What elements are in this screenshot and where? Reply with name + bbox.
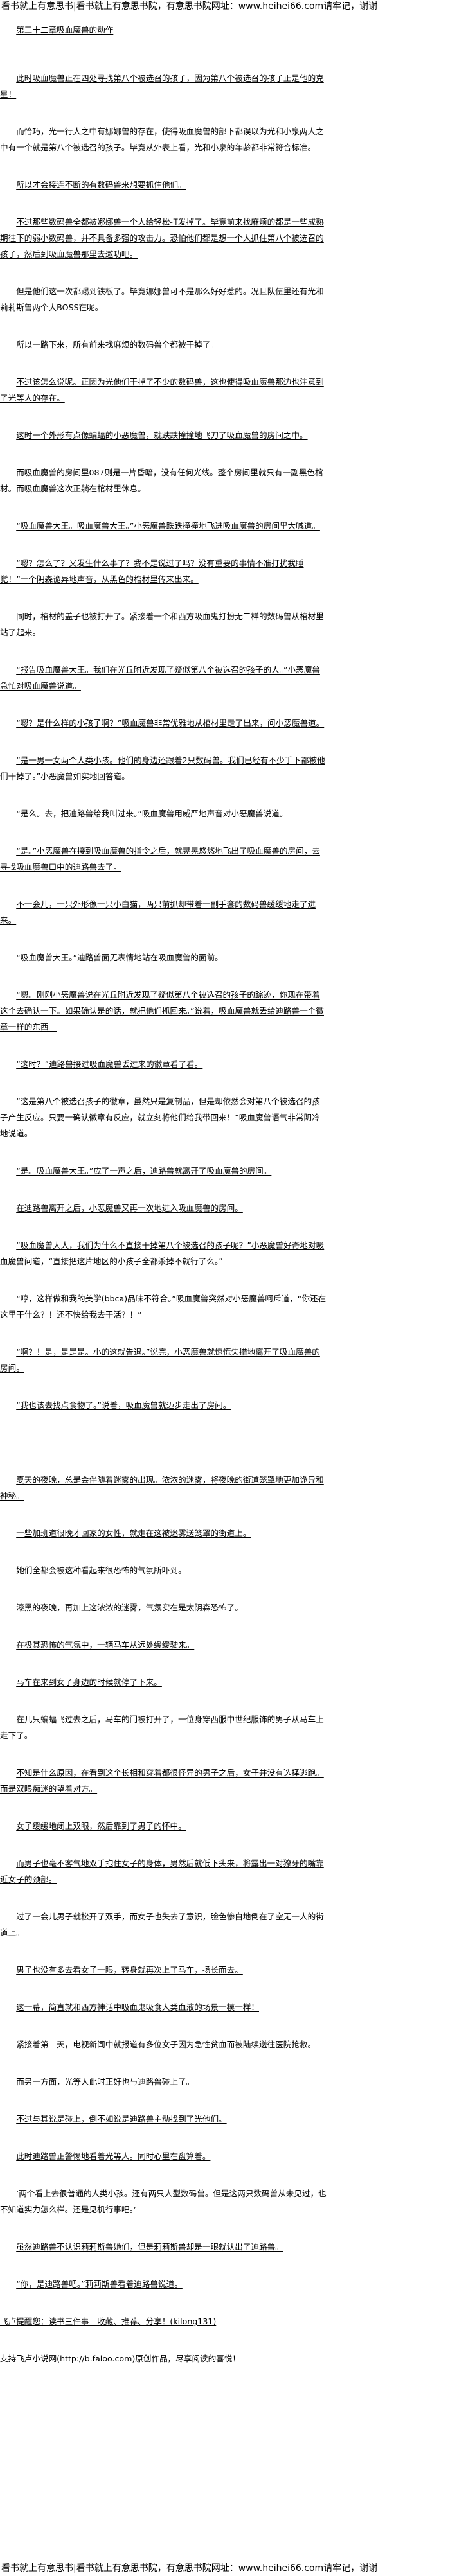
story-paragraph: 不过该怎么说呢。正因为光他们干掉了不少的数码兽，这也使得吸血魔兽那边也注意到了光… [0,377,324,403]
story-paragraph: —————— [16,1438,65,1447]
site-banner-top: 看书就上有意思书|看书就上有意思书院，有意思书院网址：www.heihei66.… [1,1,378,12]
story-paragraph: “嗯。刚刚小恶魔兽说在光丘附近发现了疑似第八个被选召的孩子的踪迹，你现在带着这个… [0,990,324,1032]
story-paragraph: “报告吸血魔兽大王。我们在光丘附近发现了疑似第八个被选召的孩子的人。”小恶魔兽急… [0,665,320,691]
story-paragraph: 夏天的夜晚，总是会伴随着迷雾的出现。浓浓的迷雾，将夜晚的街道笼罩地更加诡异和神秘… [0,1475,324,1501]
story-paragraph: 紧接着第二天，电视新闻中就报道有多位女子因为急性贫血而被陆续送往医院抢救。 [16,2040,316,2049]
chapter-title: 第三十二章吸血魔兽的动作 [16,25,114,35]
story-paragraph: 一些加班道很晚才回家的女性，就走在这被迷雾送笼罩的街道上。 [16,1528,251,1538]
story-paragraph: 而另一方面，光等人此时正好也与迪路兽碰上了。 [16,2077,195,2086]
story-paragraph: ‘两个看上去很普通的人类小孩。还有两只人型数码兽。但是这两只数码兽从未见过，也不… [0,2189,327,2214]
story-paragraph: “这时？”迪路兽接过吸血魔兽丢过来的徽章看了看。 [16,1059,203,1069]
story-paragraph: 所以才会接连不断的有数码兽来想要抓住他们。 [16,180,186,190]
story-paragraph: “是。”小恶魔兽在接到吸血魔兽的指令之后，就晃晃悠悠地飞出了吸血魔兽的房间，去寻… [0,846,320,872]
story-paragraph: “是。吸血魔兽大王。”应了一声之后，迪路兽就离开了吸血魔兽的房间。 [16,1166,272,1176]
story-paragraph: “啊？！是，是是是。小的这就告退。”说完，小恶魔兽就惊慌失措地离开了吸血魔兽的房… [0,1347,320,1373]
story-paragraph: 这一幕，简直就和西方神话中吸血鬼吸食人类血液的场景一模一样！ [16,2002,259,2012]
story-paragraph: 此时迪路兽正警惕地看着光等人。同时心里在盘算着。 [16,2151,211,2161]
story-paragraph: 此时吸血魔兽正在四处寻找第八个被选召的孩子，因为第八个被选召的孩子正是他的克星！ [0,73,324,99]
story-paragraph: “这是第八个被选召孩子的徽章，虽然只是复制品，但是却依然会对第八个被选召的孩子产… [0,1097,320,1138]
story-paragraph: 不一会儿，一只外形像一只小白猫，两只前抓却带着一副手套的数码兽缓缓地走了进来。 [0,899,316,925]
story-paragraph: 而吸血魔兽的房间里087则是一片昏暗，没有任何光线。整个房间里就只有一副黑色棺材… [0,468,323,493]
story-paragraph: 漆黑的夜晚，再加上这浓浓的迷雾，气氛实在是太阴森恐怖了。 [16,1603,243,1612]
story-paragraph: “吸血魔兽大王。吸血魔兽大王。”小恶魔兽跌跌撞撞地飞进吸血魔兽的房间里大喊道。 [16,521,320,531]
story-paragraph: 所以一路下来，所有前来找麻烦的数码兽全都被干掉了。 [16,340,219,349]
faloo-support-link[interactable]: 支持飞卢小说网(http://b.faloo.com)原创作品，尽享阅读的喜悦！ [0,2354,241,2363]
story-paragraph: “哼，这样做和我的美学(bbca)品味不符合。”吸血魔兽突然对小恶魔兽呵斥道，“… [0,1294,327,1319]
story-paragraph: “嗯？怎么了？又发生什么事了？我不是说过了吗？没有重要的事情不准打扰我睡觉！”一… [0,558,304,584]
story-paragraph: “嗯？是什么样的小孩子啊？”吸血魔兽非常优雅地从棺材里走了出来，问小恶魔兽道。 [16,718,325,728]
story-paragraph: 在迪路兽离开之后，小恶魔兽又再一次地进入吸血魔兽的房间。 [16,1203,243,1213]
chapter-content: 第三十二章吸血魔兽的动作 此时吸血魔兽正在四处寻找第八个被选召的孩子，因为第八个… [0,13,327,2367]
story-paragraph: 在极其恐怖的气氛中，一辆马车从远处缓缓驶来。 [16,1640,195,1650]
story-paragraph: 不知是什么原因，在看到这个长相和穿着都很怪异的男子之后，女子并没有选择逃跑。而是… [0,1768,324,1794]
story-paragraph: 同时，棺材的盖子也被打开了。紧接着一个和西方吸血鬼打扮无二样的数码兽从棺材里站了… [0,612,324,637]
story-paragraph: 但是他们这一次都踢到铁板了。毕竟娜娜兽可不是那么好好惹的。况且队伍里还有光和莉莉… [0,287,324,312]
story-paragraph: 过了一会儿男子就松开了双手，而女子也失去了意识，脸色惨白地倒在了空无一人的街道上… [0,1912,324,1937]
story-paragraph: 而男子也毫不客气地双手抱住女子的身体，男然后就低下头来，将露出一对獠牙的嘴靠近女… [0,1858,324,1884]
paragraph-list: 此时吸血魔兽正在四处寻找第八个被选召的孩子，因为第八个被选召的孩子正是他的克星！… [0,70,327,2292]
story-paragraph: 不过与其说是碰上，倒不如说是迪路兽主动找到了光他们。 [16,2114,227,2124]
story-paragraph: 而恰巧，光一行人之中有娜娜兽的存在，使得吸血魔兽的部下都误以为光和小泉两人之中有… [0,127,324,152]
story-paragraph: “我也该去找点食物了。”说着，吸血魔兽就迈步走出了房间。 [16,1400,231,1410]
story-paragraph: 她们全都会被这种看起来很恐怖的气氛所吓到。 [16,1566,186,1575]
story-paragraph: 虽然迪路兽不认识莉莉斯兽她们，但是莉莉斯兽却是一眼就认出了迪路兽。 [16,2242,284,2252]
story-paragraph: 这时一个外形有点像蝙蝠的小恶魔兽，就跌跌撞撞地飞刀了吸血魔兽的房间之中。 [16,430,308,440]
story-paragraph: “吸血魔兽大人，我们为什么不直接干掉第八个被选召的孩子呢？”小恶魔兽好奇地对吸血… [0,1240,325,1266]
story-paragraph: “是一男一女两个人类小孩。他们的身边还跟着2只数码兽。我们已经有不少手下都被他们… [0,755,325,781]
story-paragraph: 男子也没有多去看女子一眼，转身就再次上了马车，扬长而去。 [16,1965,243,1975]
story-paragraph: 在几只蝙蝠飞过去之后，马车的门被打开了，一位身穿西服中世纪服饰的男子从马车上走下… [0,1715,324,1740]
story-paragraph: “吸血魔兽大王。”迪路兽面无表情地站在吸血魔兽的面前。 [16,953,223,962]
story-paragraph: 马车在来到女子身边的时候就停了下来。 [16,1677,162,1687]
story-paragraph: 不过那些数码兽全都被娜娜兽一个人给轻松打发掉了。毕竟前来找麻烦的都是一些成熟期往… [0,217,324,259]
faloo-reminder: 飞卢提醒您：读书三件事 - 收藏、推荐、分享！(kilong131) [0,2316,217,2326]
story-paragraph: 女子缓缓地闭上双眼，然后靠到了男子的怀中。 [16,1821,186,1831]
story-paragraph: “是么。去，把迪路兽给我叫过来。”吸血魔兽用威严地声音对小恶魔兽说道。 [16,809,288,818]
site-banner-bottom: 看书就上有意思书|看书就上有意思书院，有意思书院网址：www.heihei66.… [1,2563,378,2573]
story-paragraph: “你，是迪路兽吧。”莉莉斯兽看着迪路兽说道。 [16,2279,183,2289]
